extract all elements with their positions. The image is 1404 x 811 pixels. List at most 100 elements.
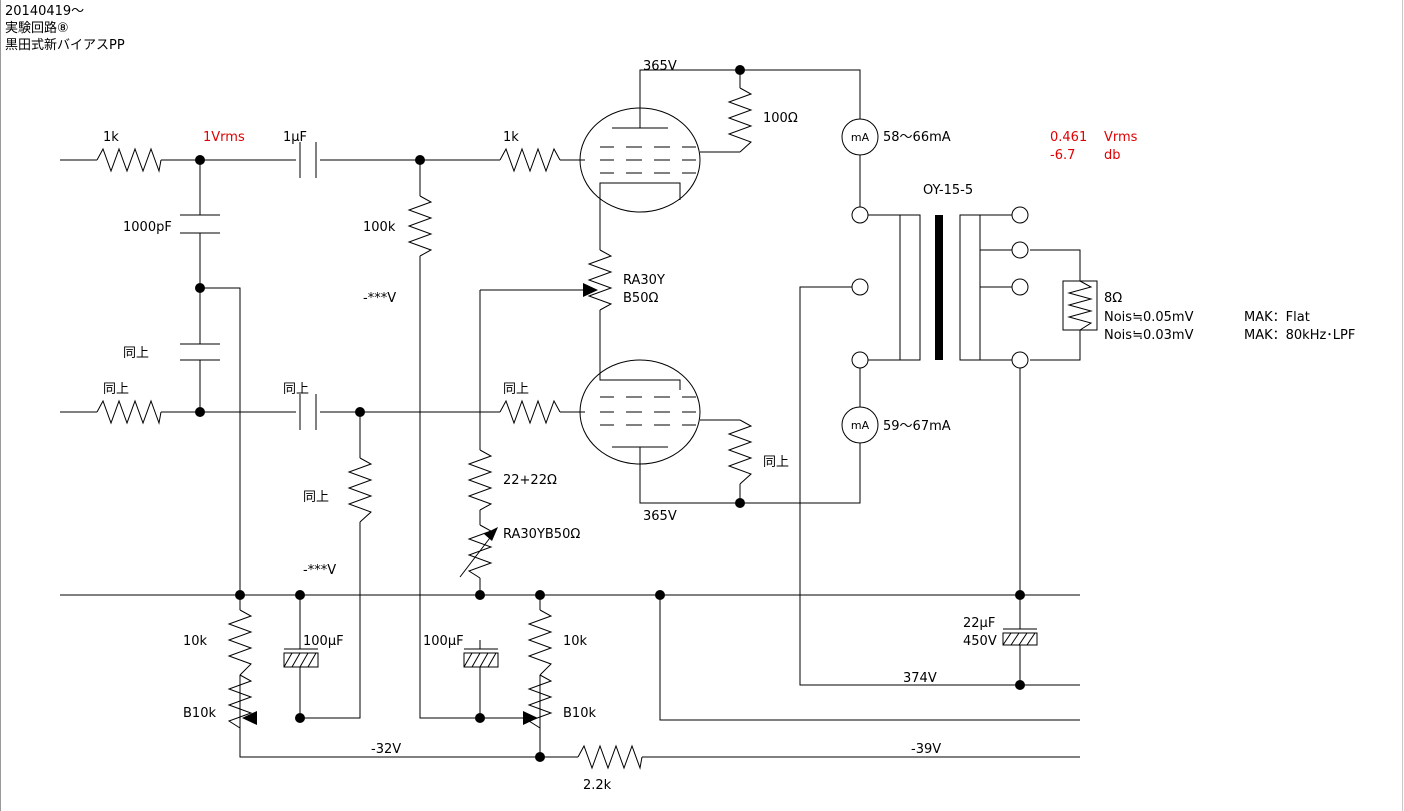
cap-filter-bottom <box>180 343 220 361</box>
date-label: 20140419～ <box>5 4 85 19</box>
cap-filter-top <box>180 214 220 234</box>
junctions <box>195 65 1025 762</box>
terminal <box>1011 278 1029 296</box>
resistor-bias-right <box>527 609 553 676</box>
junction-dot <box>195 155 205 165</box>
label-r-plate-top: 100Ω <box>763 111 798 126</box>
label-r-grid-top: 1k <box>503 130 519 145</box>
label-signal-level: 1Vrms <box>203 130 245 145</box>
resistor-input-top <box>96 147 162 173</box>
label-neg-supply-left: -32V <box>371 742 401 757</box>
resistor-load <box>1067 280 1093 331</box>
circuit-title: 黒田式新バイアスPP <box>5 38 125 53</box>
label-cap-filter: 1000pF <box>123 220 172 235</box>
junction-dot <box>195 283 205 293</box>
resistors <box>96 87 1098 770</box>
label-pot-balance-1: RA30Y <box>623 273 665 288</box>
resistor-plate-top <box>727 87 753 153</box>
header: 20140419～ 実験回路⑧ 黒田式新バイアスPP <box>5 3 125 54</box>
resistor-grid-leak-top <box>407 195 433 257</box>
wires <box>60 69 1081 758</box>
terminal <box>851 351 869 369</box>
label-pot-left: B10k <box>183 706 216 721</box>
label-noise-flat: Nois≒0.05mV <box>1104 310 1194 325</box>
terminal <box>1011 351 1029 369</box>
label-out-level: 0.461 <box>1050 130 1087 145</box>
label-same-r-plate: 同上 <box>763 455 789 470</box>
meter-unit-top: mA <box>851 131 870 144</box>
label-cap-psu-2: 450V <box>963 634 997 649</box>
label-cap-left: 100μF <box>303 634 344 649</box>
label-r-bias-right: 10k <box>563 634 588 649</box>
label-r-in-top: 1k <box>103 130 119 145</box>
label-pot-balance-2: B50Ω <box>623 291 658 306</box>
sheet-border <box>1402 0 1403 811</box>
label-supply-voltage: 374V <box>903 671 937 686</box>
resistor-grid-bottom <box>499 399 561 425</box>
junction-dot <box>295 713 305 723</box>
labels: 1k 1Vrms 1μF 1k 365V 100Ω 58～66mA 0.461 … <box>103 59 1355 793</box>
resistor-grid-leak-bottom <box>347 457 373 523</box>
junction-dot <box>475 713 485 723</box>
pot-arrows <box>242 283 598 725</box>
label-cap-coupling-top: 1μF <box>283 130 307 145</box>
terminal <box>851 278 869 296</box>
experiment-label: 実験回路⑧ <box>5 21 69 36</box>
label-load: 8Ω <box>1104 291 1122 306</box>
junction-dot <box>295 590 305 600</box>
arrow-pot-right-icon <box>523 711 538 725</box>
resistor-bias-left <box>227 609 253 676</box>
ammeter-bottom: mA <box>841 406 879 444</box>
label-noise-lpf: Nois≒0.03mV <box>1104 328 1194 343</box>
label-out-db-unit: db <box>1104 148 1121 163</box>
label-mak-lpf: MAK：80kHz･LPF <box>1244 328 1355 343</box>
label-current-bottom: 59～67mA <box>883 419 951 434</box>
load-resistor-box <box>1062 280 1098 331</box>
terminal <box>851 206 869 224</box>
label-r-grid-leak: 100k <box>363 220 396 235</box>
resistor-input-bottom <box>96 399 162 425</box>
label-r-cathode: 22+22Ω <box>503 473 557 488</box>
label-out-level-unit: Vrms <box>1104 130 1138 145</box>
label-cap-psu-1: 22μF <box>963 616 995 631</box>
cap-electrolytic-mid <box>463 648 499 668</box>
label-neg-supply-right: -39V <box>911 742 941 757</box>
label-r-bias-left: 10k <box>183 634 208 649</box>
label-out-db: -6.7 <box>1050 148 1075 163</box>
capacitors <box>180 142 1038 668</box>
junction-dot <box>735 65 745 75</box>
junction-dot <box>355 407 365 417</box>
resistor-balance-pot <box>587 249 613 311</box>
label-cap-mid: 100μF <box>423 634 464 649</box>
label-same-cap: 同上 <box>123 346 149 361</box>
label-mak-flat: MAK：Flat <box>1244 310 1310 325</box>
resistor-grid-top <box>499 147 561 173</box>
cap-coupling-bottom <box>299 394 317 430</box>
resistor-pot-left <box>227 674 253 729</box>
label-bias-top: -***V <box>363 291 396 306</box>
variable-resistor-arrow-icon <box>484 527 498 541</box>
cap-electrolytic-psu <box>1002 628 1038 646</box>
junction-dot <box>655 590 665 600</box>
ammeter-top: mA <box>841 118 879 156</box>
resistor-dropper <box>577 744 643 770</box>
junction-dot <box>195 407 205 417</box>
tube-bottom <box>579 359 701 465</box>
junction-dot <box>535 590 545 600</box>
label-bias-bottom: -***V <box>303 563 336 578</box>
label-plate-voltage-bottom: 365V <box>643 509 677 524</box>
terminals <box>851 206 1029 369</box>
label-plate-voltage-top: 365V <box>643 59 677 74</box>
meter-unit-bottom: mA <box>851 419 870 432</box>
label-same-r-grid: 同上 <box>503 382 529 397</box>
label-transformer: OY-15-5 <box>923 183 973 198</box>
label-same-r-grid-leak: 同上 <box>303 490 329 505</box>
arrow-pot-left-icon <box>242 711 257 725</box>
terminal <box>1011 241 1029 259</box>
label-current-top: 58～66mA <box>883 130 951 145</box>
resistor-cathode <box>467 449 493 511</box>
junction-dot <box>415 155 425 165</box>
junction-dot <box>235 590 245 600</box>
